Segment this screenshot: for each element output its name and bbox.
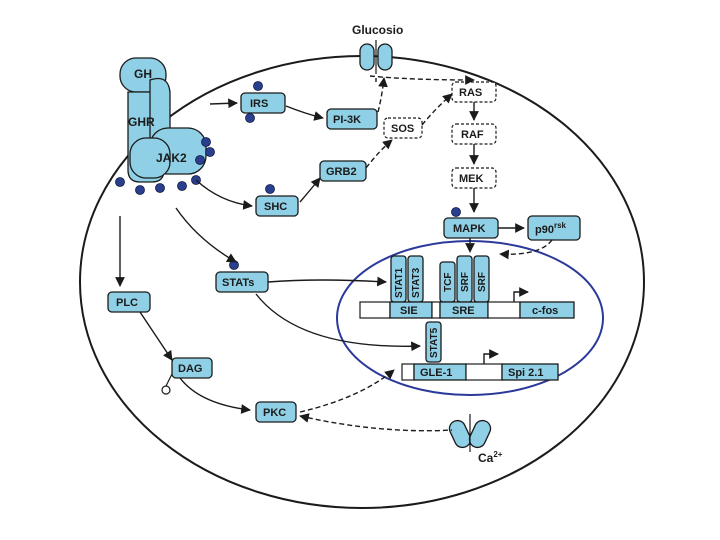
pkc-label: PKC [263, 407, 286, 419]
gene-cfos-strip [359, 287, 575, 319]
irs-label: IRS [250, 98, 268, 110]
pkc-box [255, 401, 297, 423]
ghr-label: GHR [128, 115, 155, 129]
dag-anchor [161, 373, 173, 395]
mapk-phosphate-icon [451, 207, 461, 217]
p90-box [527, 215, 581, 241]
shc-box [255, 195, 299, 217]
nuclear-factors [390, 255, 490, 363]
gle1-label: GLE-1 [420, 367, 452, 379]
receptor-phosphates [115, 137, 215, 195]
gene-spi-strip [401, 349, 559, 381]
cfos-label: c-fos [532, 305, 558, 317]
p90-label: p90rsk [535, 221, 567, 236]
pi3k-box [326, 108, 378, 130]
plc-label: PLC [116, 297, 138, 309]
factor-stat5-label: STAT5 [429, 327, 440, 358]
factor-srf-label: SRF [460, 272, 471, 292]
raf-label: RAF [461, 129, 484, 141]
jak2-label: JAK2 [156, 151, 187, 165]
glucose-label: Glucosio [352, 23, 403, 37]
sos-box [383, 117, 423, 139]
sos-label: SOS [391, 123, 414, 135]
factor-stat1-label: STAT1 [394, 267, 405, 298]
raf-box [451, 123, 497, 145]
stats-phosphate-icon [229, 260, 239, 270]
factor-stat3-label: STAT3 [411, 267, 422, 298]
mek-box [451, 167, 497, 189]
glucose-transporter [359, 40, 393, 74]
irs-box [240, 92, 286, 114]
stats-label: STATs [222, 277, 254, 289]
shc-label: SHC [264, 201, 287, 213]
grb2-box [319, 160, 367, 182]
sie-label: SIE [400, 305, 418, 317]
pathway-arrows [115, 75, 553, 432]
spi21-label: Spi 2.1 [508, 367, 543, 379]
factor-tcf-label: TCF [443, 273, 454, 292]
calcium-label: Ca2+ [478, 450, 503, 465]
factor-srf2-label: SRF [477, 272, 488, 292]
mapk-label: MAPK [453, 223, 485, 235]
shc-phosphate-icon [265, 184, 275, 194]
gh-receptor-complex [119, 57, 207, 183]
grb2-label: GRB2 [326, 166, 357, 178]
gh-label: GH [134, 67, 152, 81]
irs-phosphate-icon [253, 81, 263, 91]
sre-label: SRE [452, 305, 475, 317]
calcium-channel [448, 414, 492, 452]
irs-phosphate-icon [245, 113, 255, 123]
pi3k-label: PI-3K [333, 114, 361, 126]
mek-label: MEK [459, 173, 484, 185]
dag-box [171, 357, 213, 379]
ras-label: RAS [459, 87, 482, 99]
dag-label: DAG [178, 363, 202, 375]
plc-box [107, 291, 151, 313]
